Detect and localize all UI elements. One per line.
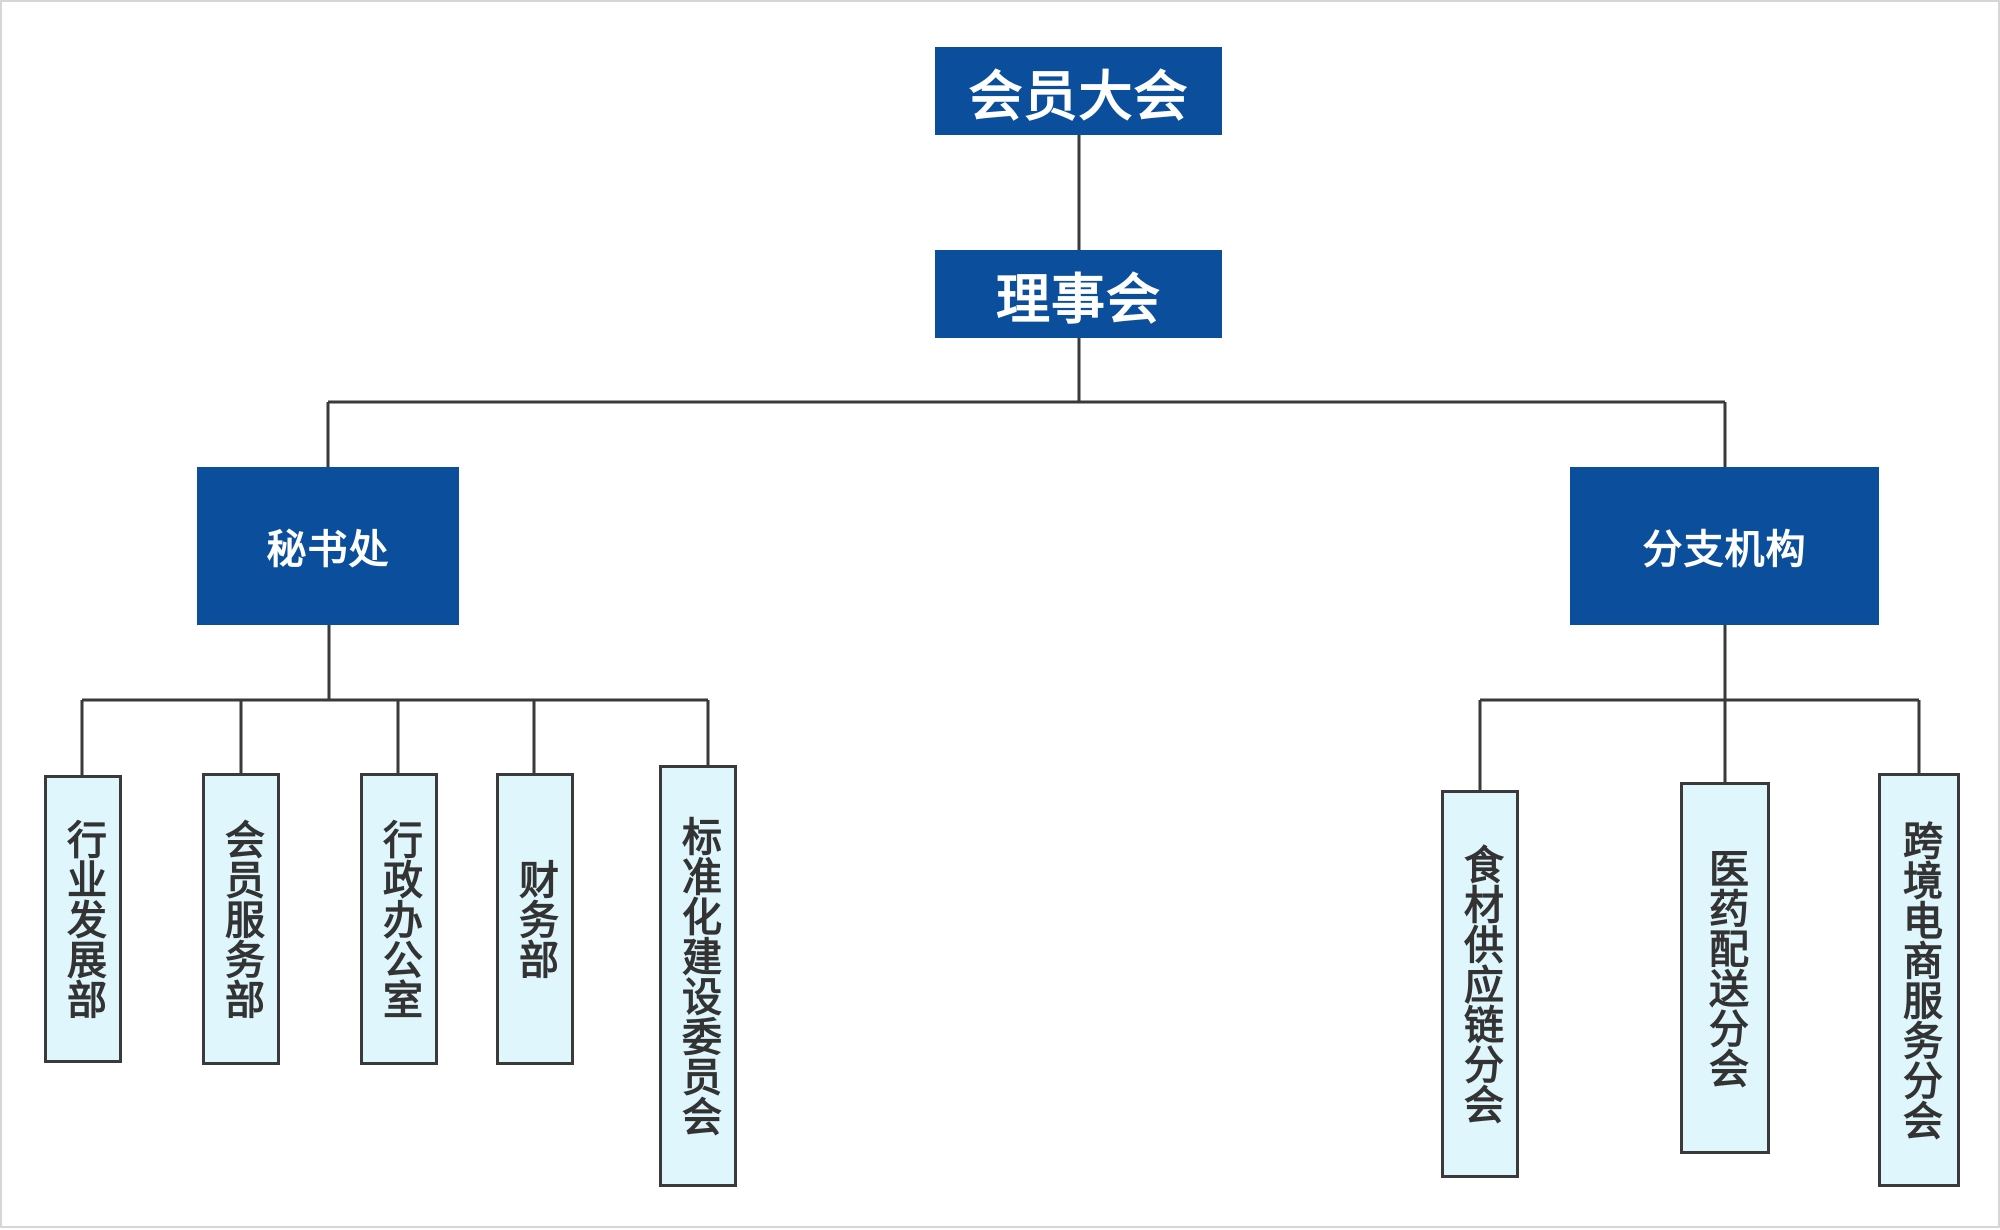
dept-member-services: 会员服务部	[202, 773, 280, 1065]
dept-label: 行业发展部	[60, 819, 106, 1019]
unit-pharma-delivery: 医药配送分会	[1680, 782, 1770, 1154]
branches-label: 分支机构	[1642, 527, 1807, 573]
general-assembly-box: 会员大会	[935, 47, 1222, 135]
dept-label: 标准化建设委员会	[675, 816, 721, 1136]
council-label: 理事会	[996, 267, 1161, 331]
dept-industry-development: 行业发展部	[44, 775, 122, 1063]
council-box: 理事会	[935, 250, 1222, 338]
unit-label: 跨境电商服务分会	[1896, 820, 1942, 1140]
branches-box: 分支机构	[1570, 467, 1879, 625]
general-assembly-label: 会员大会	[968, 64, 1189, 128]
dept-standardization-committee: 标准化建设委员会	[659, 765, 737, 1187]
dept-admin-office: 行政办公室	[360, 773, 438, 1065]
secretariat-box: 秘书处	[197, 467, 459, 625]
dept-label: 会员服务部	[218, 819, 264, 1019]
unit-label: 食材供应链分会	[1457, 844, 1503, 1124]
secretariat-label: 秘书处	[266, 527, 390, 573]
dept-finance: 财务部	[496, 773, 574, 1065]
unit-food-supply-chain: 食材供应链分会	[1441, 790, 1519, 1178]
unit-cross-border-ecommerce: 跨境电商服务分会	[1878, 773, 1960, 1187]
dept-label: 行政办公室	[376, 819, 422, 1019]
unit-label: 医药配送分会	[1702, 848, 1748, 1088]
dept-label: 财务部	[512, 859, 558, 979]
